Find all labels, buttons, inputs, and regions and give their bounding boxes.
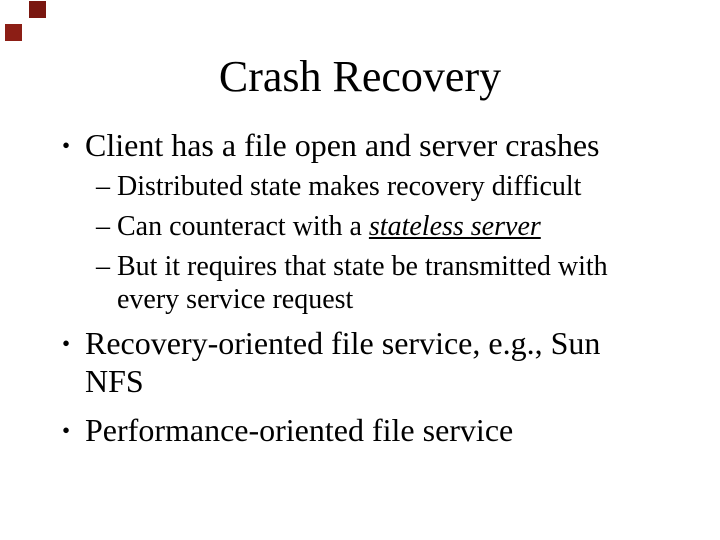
- sub-bullet-text: Can counteract with a stateless server: [117, 211, 541, 243]
- slide-title: Crash Recovery: [218, 52, 502, 101]
- bullet-text: Recovery-oriented file service, e.g., Su…: [85, 324, 601, 400]
- sub-bullet-list: – Distributed state makes recovery diffi…: [96, 171, 720, 316]
- bullet-marker: •: [62, 329, 71, 356]
- dash-marker: –: [96, 211, 110, 243]
- dash-marker: –: [96, 251, 110, 283]
- slide-body: • Client has a file open and server cras…: [62, 126, 720, 449]
- sub-bullet-text: Distributed state makes recovery difficu…: [117, 170, 582, 202]
- bullet-item-performance-oriented: • Performance-oriented file service: [62, 411, 720, 449]
- sub-bullet-text-plain: Can counteract with a: [117, 211, 369, 243]
- bullet-item-recovery-oriented: • Recovery-oriented file service, e.g., …: [62, 324, 720, 401]
- bullet-text: Client has a file open and server crashe…: [85, 126, 600, 163]
- sub-bullet-item-stateless-server: – Can counteract with a stateless server: [96, 211, 720, 243]
- corner-decoration-square-bottom: [5, 24, 22, 41]
- sub-bullet-item-distributed-state: – Distributed state makes recovery diffi…: [96, 171, 720, 203]
- sub-bullet-text: But it requires that state be transmitte…: [117, 251, 608, 315]
- bullet-text: Performance-oriented file service: [85, 411, 514, 448]
- corner-decoration-square-top: [29, 1, 46, 18]
- bullet-marker: •: [62, 131, 71, 158]
- bullet-item-client-crash: • Client has a file open and server cras…: [62, 126, 720, 164]
- dash-marker: –: [96, 170, 110, 202]
- bullet-marker: •: [62, 416, 71, 443]
- stateless-server-emphasis: stateless server: [368, 211, 541, 243]
- sub-bullet-item-state-transmitted: – But it requires that state be transmit…: [96, 251, 720, 315]
